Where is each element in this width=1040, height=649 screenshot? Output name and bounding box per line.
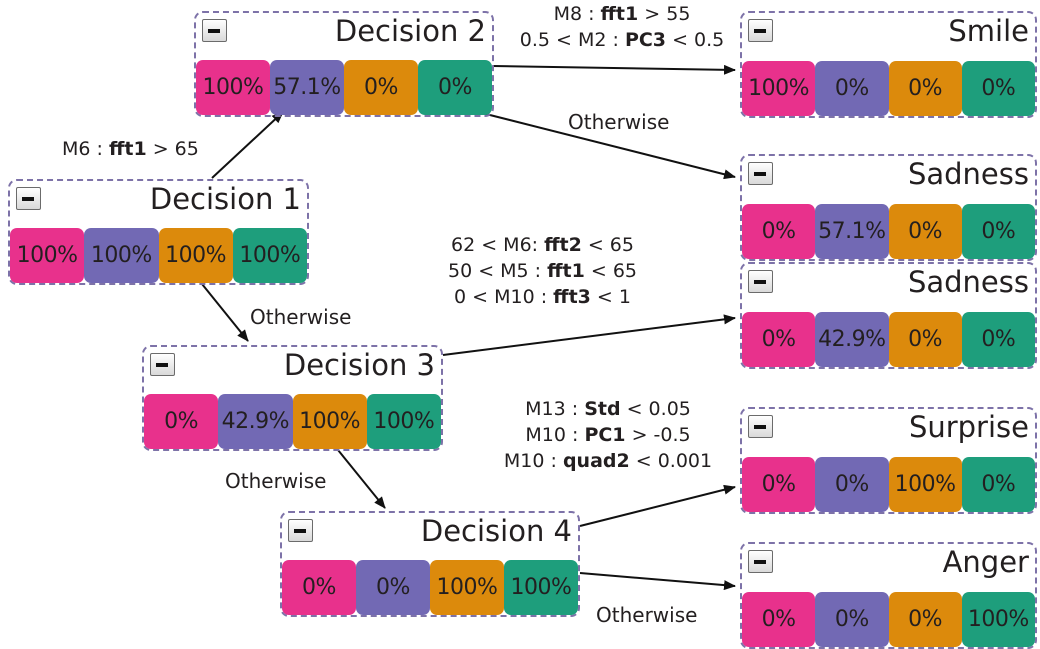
class-3-cell: 100% (888, 457, 962, 512)
node-leaf-surprise: Surprise 0% 0% 100% 0% (740, 407, 1037, 514)
class-1-cell: 0% (742, 312, 816, 367)
class-3-cell: 0% (888, 204, 962, 259)
class-3-cell: 0% (344, 60, 418, 115)
class-distribution: 0% 0% 100% 100% (282, 560, 578, 615)
collapse-minus-icon[interactable] (288, 519, 313, 542)
node-decision-3: Decision 3 0% 42.9% 100% 100% (142, 345, 443, 451)
class-3-cell: 100% (430, 560, 504, 615)
class-2-cell: 0% (356, 560, 430, 615)
edge-d2-to-smile (492, 64, 736, 75)
class-4-cell: 0% (961, 457, 1035, 512)
node-title: Sadness (907, 265, 1029, 299)
node-leaf-sadness-2: Sadness 0% 42.9% 0% 0% (740, 262, 1037, 369)
class-distribution: 100% 57.1% 0% 0% (196, 60, 492, 115)
rule-line: 62 < M6: fft2 < 65 (451, 234, 634, 256)
class-2-cell: 0% (815, 592, 889, 647)
class-1-cell: 0% (144, 394, 219, 449)
class-1-cell: 100% (10, 228, 85, 283)
rule-d1-to-d2: M6 : fft1 > 65 (62, 136, 199, 162)
rule-line: 0 < M10 : fft3 < 1 (454, 286, 631, 308)
class-1-cell: 0% (742, 592, 816, 647)
class-1-cell: 0% (742, 204, 816, 259)
rule-line: M6 : fft1 > 65 (62, 138, 199, 160)
node-title: Decision 3 (283, 348, 435, 382)
node-title: Anger (942, 545, 1029, 579)
otherwise-label-d2-sadness: Otherwise (568, 110, 670, 134)
class-distribution: 0% 42.9% 0% 0% (742, 312, 1035, 367)
node-title: Decision 4 (420, 514, 572, 548)
class-2-cell: 100% (84, 228, 159, 283)
collapse-minus-icon[interactable] (202, 19, 227, 42)
class-3-cell: 0% (888, 312, 962, 367)
class-distribution: 100% 0% 0% 0% (742, 61, 1035, 116)
class-3-cell: 0% (888, 592, 962, 647)
rule-line: M8 : fft1 > 55 (553, 3, 691, 25)
class-2-cell: 0% (815, 457, 889, 512)
class-4-cell: 100% (961, 592, 1035, 647)
class-2-cell: 42.9% (815, 312, 889, 367)
otherwise-label-d1-d3: Otherwise (250, 305, 352, 329)
class-1-cell: 0% (282, 560, 356, 615)
class-distribution: 0% 42.9% 100% 100% (144, 394, 441, 449)
collapse-minus-icon[interactable] (748, 550, 773, 573)
edge-d3-to-d4 (337, 449, 386, 509)
node-title: Smile (948, 14, 1029, 48)
otherwise-label-d4-anger: Otherwise (596, 603, 698, 627)
class-4-cell: 0% (961, 61, 1035, 116)
node-title: Surprise (908, 410, 1029, 444)
class-4-cell: 0% (418, 60, 492, 115)
rule-line: 50 < M5 : fft1 < 65 (447, 260, 638, 282)
class-distribution: 0% 57.1% 0% 0% (742, 204, 1035, 259)
node-decision-1: Decision 1 100% 100% 100% 100% (8, 179, 309, 285)
collapse-minus-icon[interactable] (748, 19, 773, 42)
edge-d2-to-sadness-1 (477, 111, 736, 180)
class-4-cell: 100% (504, 560, 578, 615)
collapse-minus-icon[interactable] (16, 187, 41, 210)
class-2-cell: 57.1% (270, 60, 344, 115)
collapse-minus-icon[interactable] (748, 415, 773, 438)
rule-d3-to-sadness-2: 62 < M6: fft2 < 65 50 < M5 : fft1 < 65 0… (425, 232, 660, 310)
rule-d2-to-smile: M8 : fft1 > 55 0.5 < M2 : PC3 < 0.5 (498, 1, 746, 53)
edge-d4-to-anger (579, 572, 736, 591)
class-1-cell: 100% (196, 60, 270, 115)
class-3-cell: 100% (292, 394, 367, 449)
node-title: Decision 1 (149, 182, 301, 216)
class-distribution: 100% 100% 100% 100% (10, 228, 307, 283)
collapse-minus-icon[interactable] (748, 162, 773, 185)
node-title: Decision 2 (334, 14, 486, 48)
edge-d1-to-d3 (201, 283, 249, 342)
edge-d1-to-d2 (211, 111, 284, 179)
otherwise-label-d3-d4: Otherwise (225, 469, 327, 493)
class-4-cell: 100% (366, 394, 441, 449)
node-leaf-sadness-1: Sadness 0% 57.1% 0% 0% (740, 154, 1037, 261)
rule-d4-to-surprise: M13 : Std < 0.05 M10 : PC1 > -0.5 M10 : … (478, 396, 738, 474)
class-2-cell: 57.1% (815, 204, 889, 259)
collapse-minus-icon[interactable] (150, 353, 175, 376)
node-leaf-anger: Anger 0% 0% 0% 100% (740, 542, 1037, 649)
rule-line: M13 : Std < 0.05 (525, 398, 691, 420)
edge-d4-to-surprise (579, 484, 736, 527)
collapse-minus-icon[interactable] (748, 270, 773, 293)
class-1-cell: 100% (742, 61, 816, 116)
node-title: Sadness (907, 157, 1029, 191)
class-4-cell: 0% (961, 312, 1035, 367)
node-decision-4: Decision 4 0% 0% 100% 100% (280, 511, 580, 617)
class-3-cell: 100% (158, 228, 233, 283)
rule-line: M10 : PC1 > -0.5 (525, 424, 691, 446)
class-3-cell: 0% (888, 61, 962, 116)
rule-line: M10 : quad2 < 0.001 (503, 450, 713, 472)
class-2-cell: 42.9% (218, 394, 293, 449)
class-2-cell: 0% (815, 61, 889, 116)
rule-line: 0.5 < M2 : PC3 < 0.5 (519, 29, 725, 51)
edge-d3-to-sadness-2 (442, 314, 736, 356)
class-distribution: 0% 0% 0% 100% (742, 592, 1035, 647)
class-distribution: 0% 0% 100% 0% (742, 457, 1035, 512)
class-4-cell: 100% (232, 228, 307, 283)
node-leaf-smile: Smile 100% 0% 0% 0% (740, 11, 1037, 118)
class-4-cell: 0% (961, 204, 1035, 259)
node-decision-2: Decision 2 100% 57.1% 0% 0% (194, 11, 494, 117)
class-1-cell: 0% (742, 457, 816, 512)
